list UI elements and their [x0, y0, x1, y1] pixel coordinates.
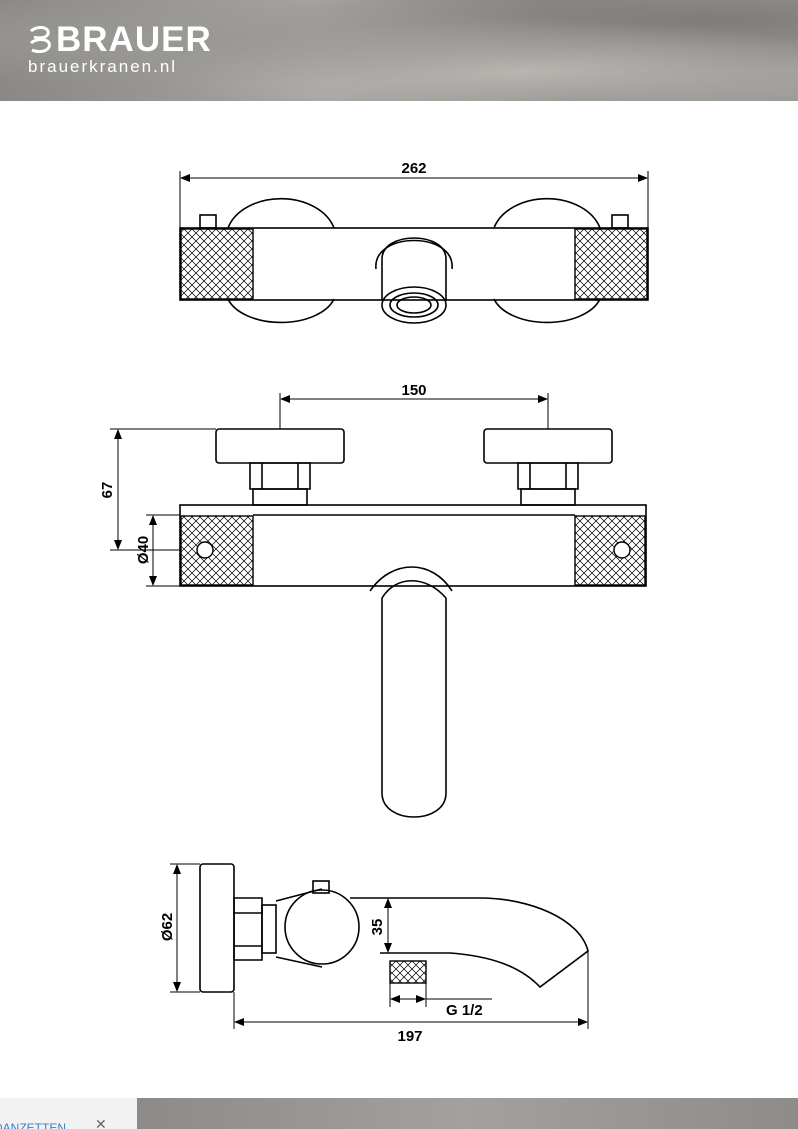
front-view-height-dimension: 67: [99, 428, 216, 551]
footer-tab[interactable]: DANZETTEN ✕: [0, 1098, 137, 1129]
front-view-center-distance-dimension: 150: [279, 382, 549, 429]
side-view-connection-dimension: G 1/2: [389, 983, 492, 1019]
side-view-spout-offset-dimension: 35: [369, 898, 392, 953]
front-view: 150 67 Ø40: [99, 382, 647, 818]
close-icon[interactable]: ✕: [95, 1117, 107, 1129]
header-banner: BRAUER brauerkranen.nl: [0, 0, 798, 101]
footer-banner: [137, 1098, 798, 1129]
front-view-center-distance-label: 150: [401, 382, 426, 399]
technical-drawing: 262 150 67: [99, 160, 649, 1045]
top-view: 262: [179, 160, 649, 324]
side-view-depth-label: 197: [397, 1028, 422, 1045]
side-view-depth-dimension: 197: [233, 951, 589, 1045]
top-view-width-label: 262: [401, 160, 426, 177]
front-view-body-diameter-dimension: Ø40: [135, 514, 180, 587]
side-view-knob-diameter-dimension: Ø62: [159, 863, 200, 993]
brauer-logo-icon: [30, 25, 51, 54]
side-view-spout-offset-label: 35: [369, 919, 386, 936]
side-view-knob-diameter-label: Ø62: [159, 913, 176, 941]
top-view-width-dimension: 262: [179, 160, 649, 228]
side-view: Ø62 35 G 1/2 197: [159, 863, 589, 1045]
footer-tab-label[interactable]: DANZETTEN: [0, 1121, 66, 1129]
brand-website: brauerkranen.nl: [28, 57, 178, 76]
front-view-height-label: 67: [99, 482, 116, 499]
brand-name: BRAUER: [56, 20, 212, 59]
front-view-body-diameter-label: Ø40: [135, 536, 152, 564]
side-view-connection-label: G 1/2: [446, 1002, 483, 1019]
